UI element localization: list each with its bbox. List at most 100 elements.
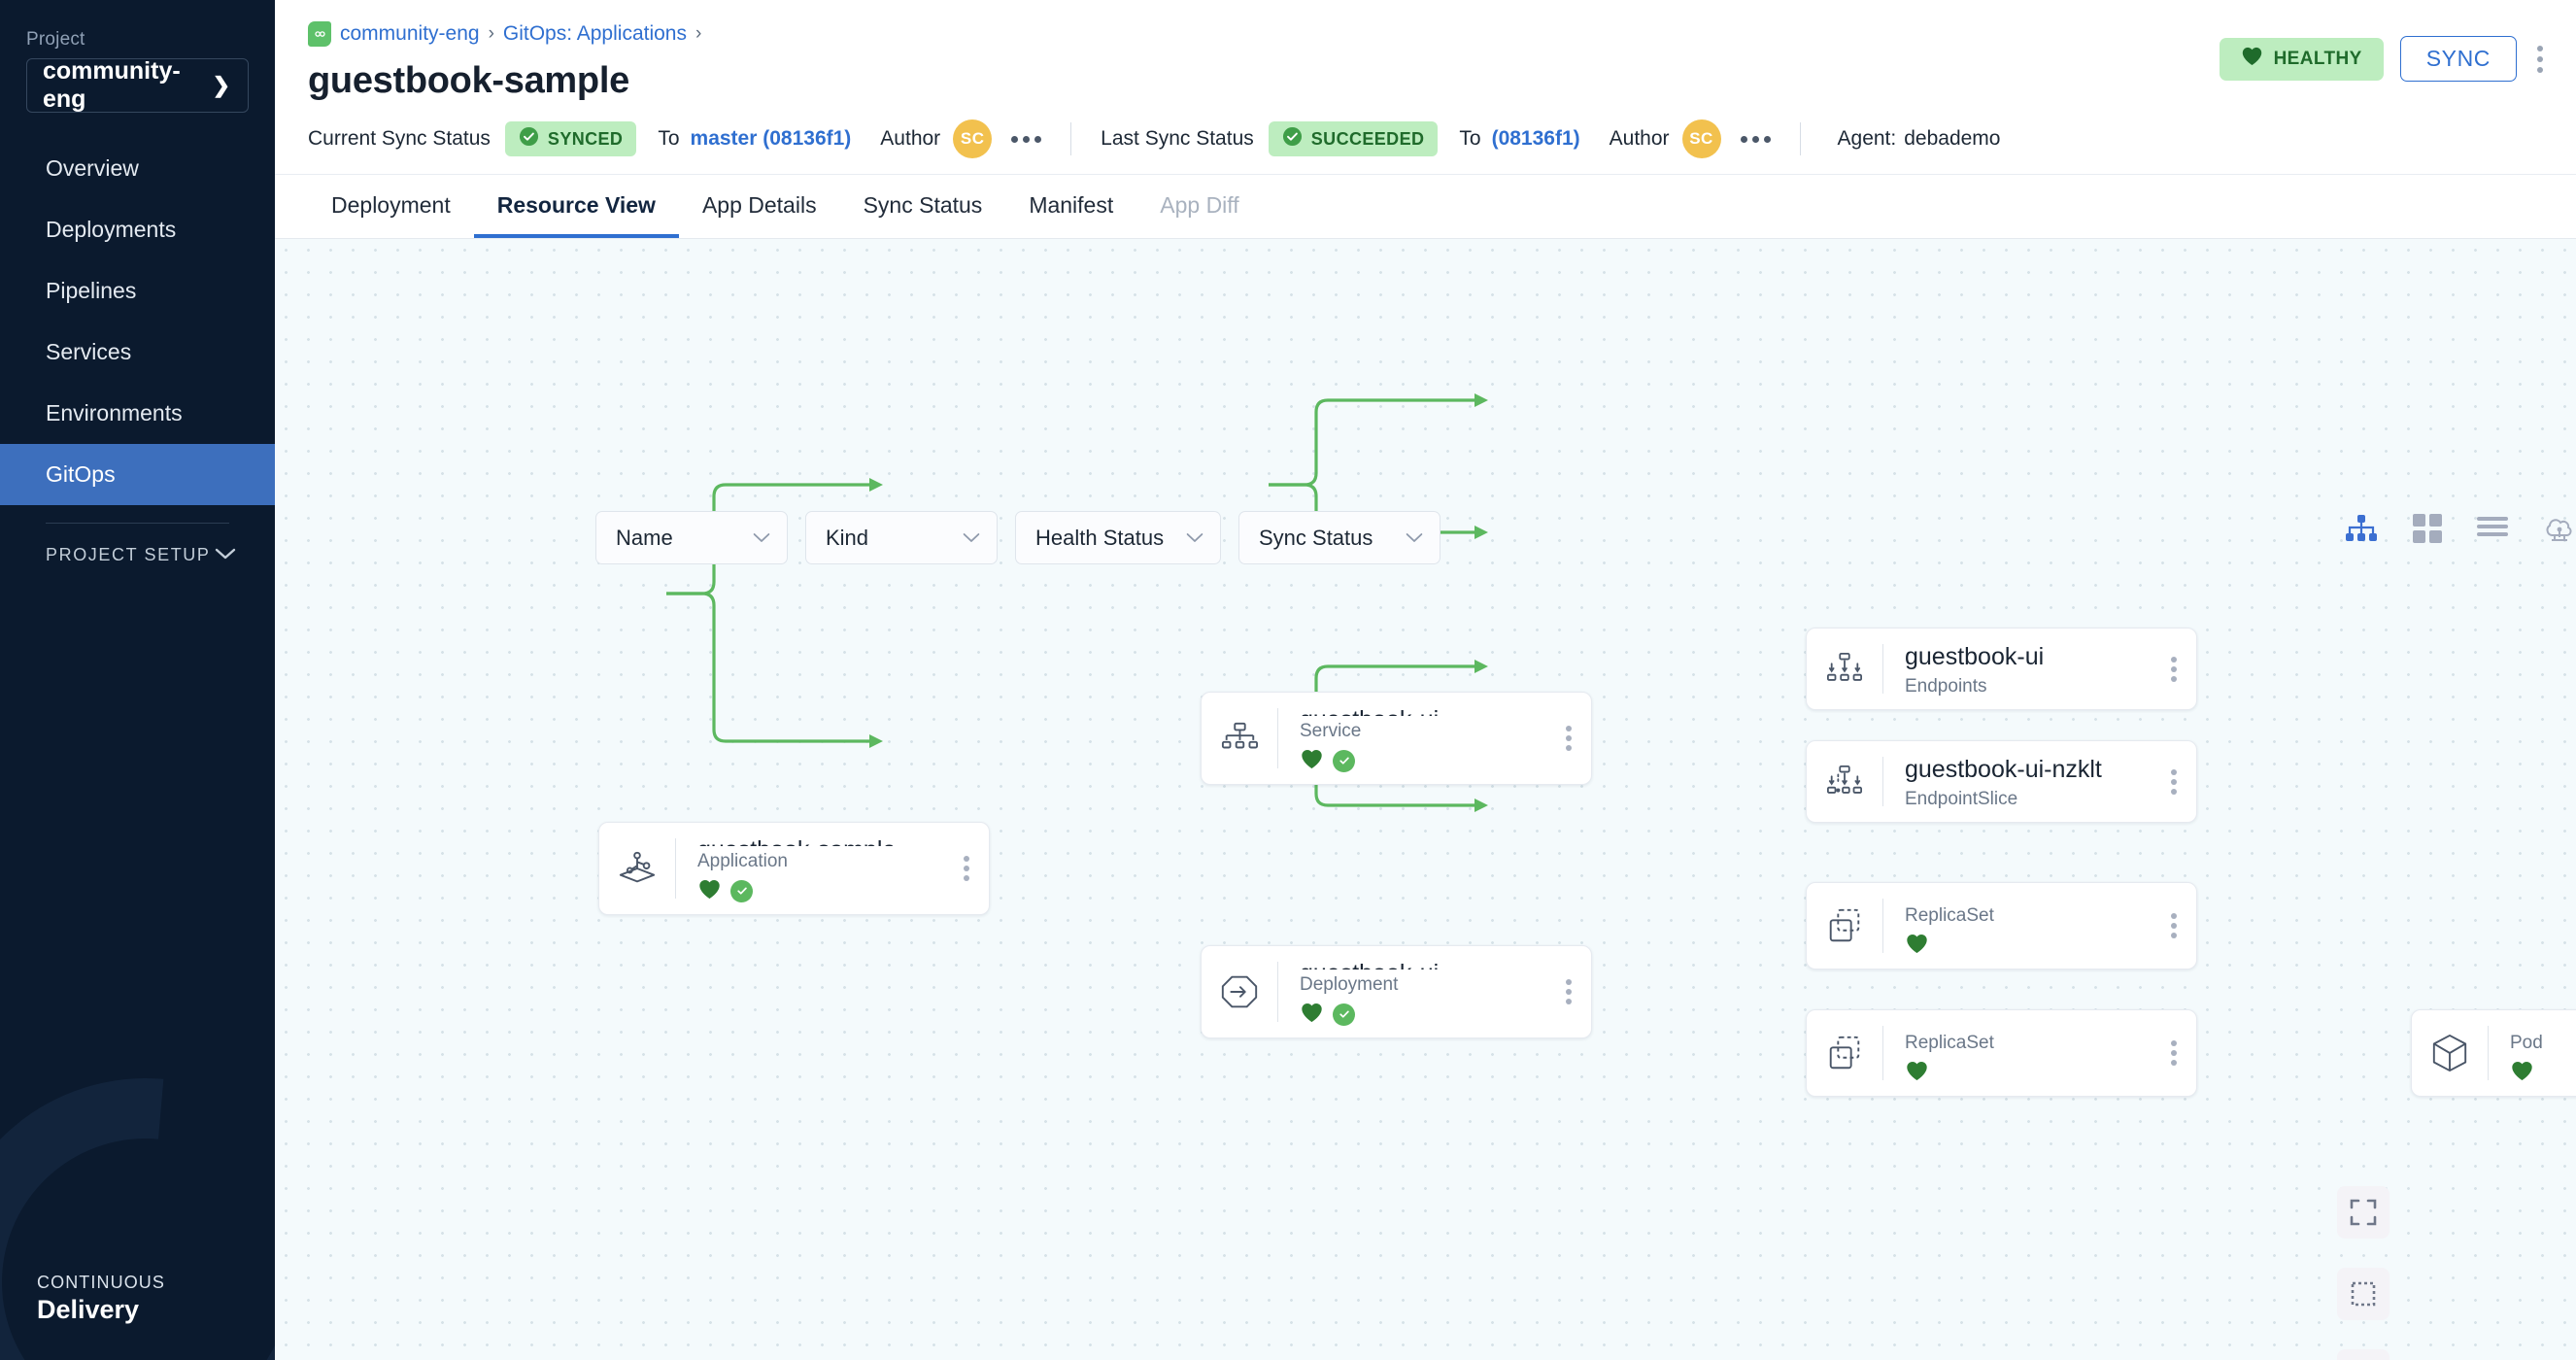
tab-bar: Deployment Resource View App Details Syn…: [275, 175, 2576, 239]
page-title: guestbook-sample: [308, 60, 629, 101]
status-badge-health-label: HEALTHY: [2273, 48, 2362, 69]
network-view-icon[interactable]: [2543, 514, 2576, 548]
graph-node-pod[interactable]: guestbook-ui-b848d5d9… Pod: [2411, 1009, 2576, 1097]
graph-node-more-icon[interactable]: [1546, 693, 1591, 784]
sidebar-item-gitops[interactable]: GitOps: [0, 444, 275, 505]
check-circle-icon: [730, 879, 753, 902]
graph-node-more-icon[interactable]: [2152, 741, 2196, 822]
chevron-down-icon: [1406, 528, 1423, 548]
graph-node-application[interactable]: guestbook-sample Application: [598, 822, 990, 915]
filter-kind[interactable]: Kind: [805, 511, 998, 564]
graph-node-title: guestbook-ui-b848d5d9d: [1905, 1024, 2152, 1028]
last-sync-author-label: Author: [1609, 127, 1670, 150]
tab-manifest[interactable]: Manifest: [1029, 192, 1114, 218]
list-view-icon[interactable]: [2477, 516, 2508, 546]
graph-node-endpointslice[interactable]: guestbook-ui-nzklt EndpointSlice: [1806, 740, 2197, 823]
zoom-in-icon[interactable]: +: [2337, 1349, 2390, 1360]
divider: [1277, 962, 1278, 1022]
endpoints-icon: [1807, 629, 1882, 709]
breadcrumb-separator: ›: [488, 23, 494, 44]
fit-screen-icon[interactable]: [2337, 1186, 2390, 1239]
project-selector[interactable]: community-eng ❯: [26, 57, 249, 113]
breadcrumb-item-applications[interactable]: GitOps: Applications: [502, 22, 687, 45]
graph-node-replicaset-2[interactable]: guestbook-ui-b848d5d9d ReplicaSet: [1806, 1009, 2197, 1097]
agent-label: Agent:: [1837, 127, 1897, 150]
current-sync-status-chip: SYNCED: [504, 121, 637, 156]
graph-node-endpoints[interactable]: guestbook-ui Endpoints: [1806, 628, 2197, 710]
sidebar-item-label: Environments: [46, 400, 183, 425]
tab-sync-status[interactable]: Sync Status: [863, 192, 983, 218]
current-sync-status-label: Current Sync Status: [308, 127, 491, 150]
sidebar-project-setup[interactable]: PROJECT SETUP: [0, 545, 275, 565]
canvas-controls: + −: [2337, 1186, 2390, 1360]
agent-info: Agent:debademo: [1838, 127, 2001, 151]
replicaset-icon: [1807, 1010, 1882, 1096]
sidebar-project-setup-label: PROJECT SETUP: [46, 545, 211, 564]
tab-resource-view[interactable]: Resource View: [473, 175, 679, 238]
graph-node-more-icon[interactable]: [944, 823, 989, 914]
filter-health-status[interactable]: Health Status: [1015, 511, 1221, 564]
graph-node-replicaset-1[interactable]: guestbook-ui-7c64987dc9 ReplicaSet: [1806, 882, 2197, 969]
filter-sync-status[interactable]: Sync Status: [1238, 511, 1441, 564]
chevron-down-icon: [1186, 528, 1203, 548]
divider: [1882, 1026, 1883, 1080]
sidebar-item-overview[interactable]: Overview: [0, 138, 275, 199]
replicaset-icon: [1807, 883, 1882, 969]
divider: [1070, 122, 1072, 155]
graph-node-status: [697, 879, 944, 902]
check-circle-icon: [1333, 749, 1355, 772]
sync-button-label: SYNC: [2425, 46, 2491, 71]
divider: [2488, 1026, 2489, 1080]
divider: [1277, 708, 1278, 768]
graph-node-status: [1300, 1003, 1546, 1026]
graph-node-more-icon[interactable]: [1546, 946, 1591, 1037]
last-sync-revision-link[interactable]: (08136f1): [1491, 127, 1580, 150]
tab-deployment[interactable]: Deployment: [331, 192, 451, 218]
tab-app-details[interactable]: App Details: [701, 192, 817, 218]
graph-node-more-icon[interactable]: [2152, 883, 2196, 969]
filter-health-status-label: Health Status: [1035, 525, 1165, 550]
sync-button[interactable]: SYNC: [2399, 36, 2517, 82]
breadcrumb-item-project[interactable]: community-eng: [340, 22, 480, 45]
filter-name[interactable]: Name: [595, 511, 788, 564]
graph-node-title: guestbook-sample: [697, 836, 944, 846]
current-sync-author-label: Author: [880, 127, 941, 150]
sidebar-item-pipelines[interactable]: Pipelines: [0, 260, 275, 322]
heart-icon: [2510, 1060, 2534, 1086]
graph-node-kind: Deployment: [1300, 974, 1399, 995]
divider: [1882, 644, 1883, 694]
tree-view-icon[interactable]: [2345, 514, 2378, 548]
heart-icon: [1905, 933, 1929, 959]
graph-node-body: guestbook-ui Deployment: [1278, 946, 1546, 1037]
zoom-group: + −: [2337, 1349, 2390, 1360]
sidebar-nav: Overview Deployments Pipelines Services …: [0, 138, 275, 505]
graph-node-title: guestbook-ui-7c64987dc9: [1905, 897, 2152, 901]
avatar: SC: [1681, 119, 1721, 158]
project-label: Project: [26, 29, 85, 50]
header-more-menu-icon[interactable]: [2533, 40, 2547, 79]
graph-node-kind: Service: [1300, 721, 1362, 741]
filter-name-label: Name: [616, 525, 673, 550]
logo-line-2: Delivery: [37, 1295, 140, 1324]
graph-node-deployment[interactable]: guestbook-ui Deployment: [1201, 945, 1592, 1038]
sidebar-item-services[interactable]: Services: [0, 322, 275, 383]
heart-icon: [697, 878, 722, 904]
sidebar-item-deployments[interactable]: Deployments: [0, 199, 275, 260]
graph-node-more-icon[interactable]: [2152, 629, 2196, 709]
current-sync-more-icon[interactable]: [1011, 135, 1042, 143]
grid-view-icon[interactable]: [2413, 514, 2442, 548]
last-sync-more-icon[interactable]: [1740, 135, 1771, 143]
sidebar-item-label: Overview: [46, 155, 139, 181]
current-sync-revision-link[interactable]: master (08136f1): [690, 127, 852, 150]
divider: [1882, 899, 1883, 953]
select-area-icon[interactable]: [2337, 1268, 2390, 1320]
graph-node-status: [1905, 934, 2152, 957]
filter-kind-label: Kind: [826, 525, 869, 550]
heart-icon: [2241, 46, 2263, 72]
heart-icon: [1300, 1002, 1324, 1028]
resource-graph-canvas[interactable]: Name Kind Health Status: [275, 239, 2576, 1360]
graph-node-more-icon[interactable]: [2152, 1010, 2196, 1096]
graph-node-service[interactable]: guestbook-ui Service: [1201, 692, 1592, 785]
sidebar-item-environments[interactable]: Environments: [0, 383, 275, 444]
